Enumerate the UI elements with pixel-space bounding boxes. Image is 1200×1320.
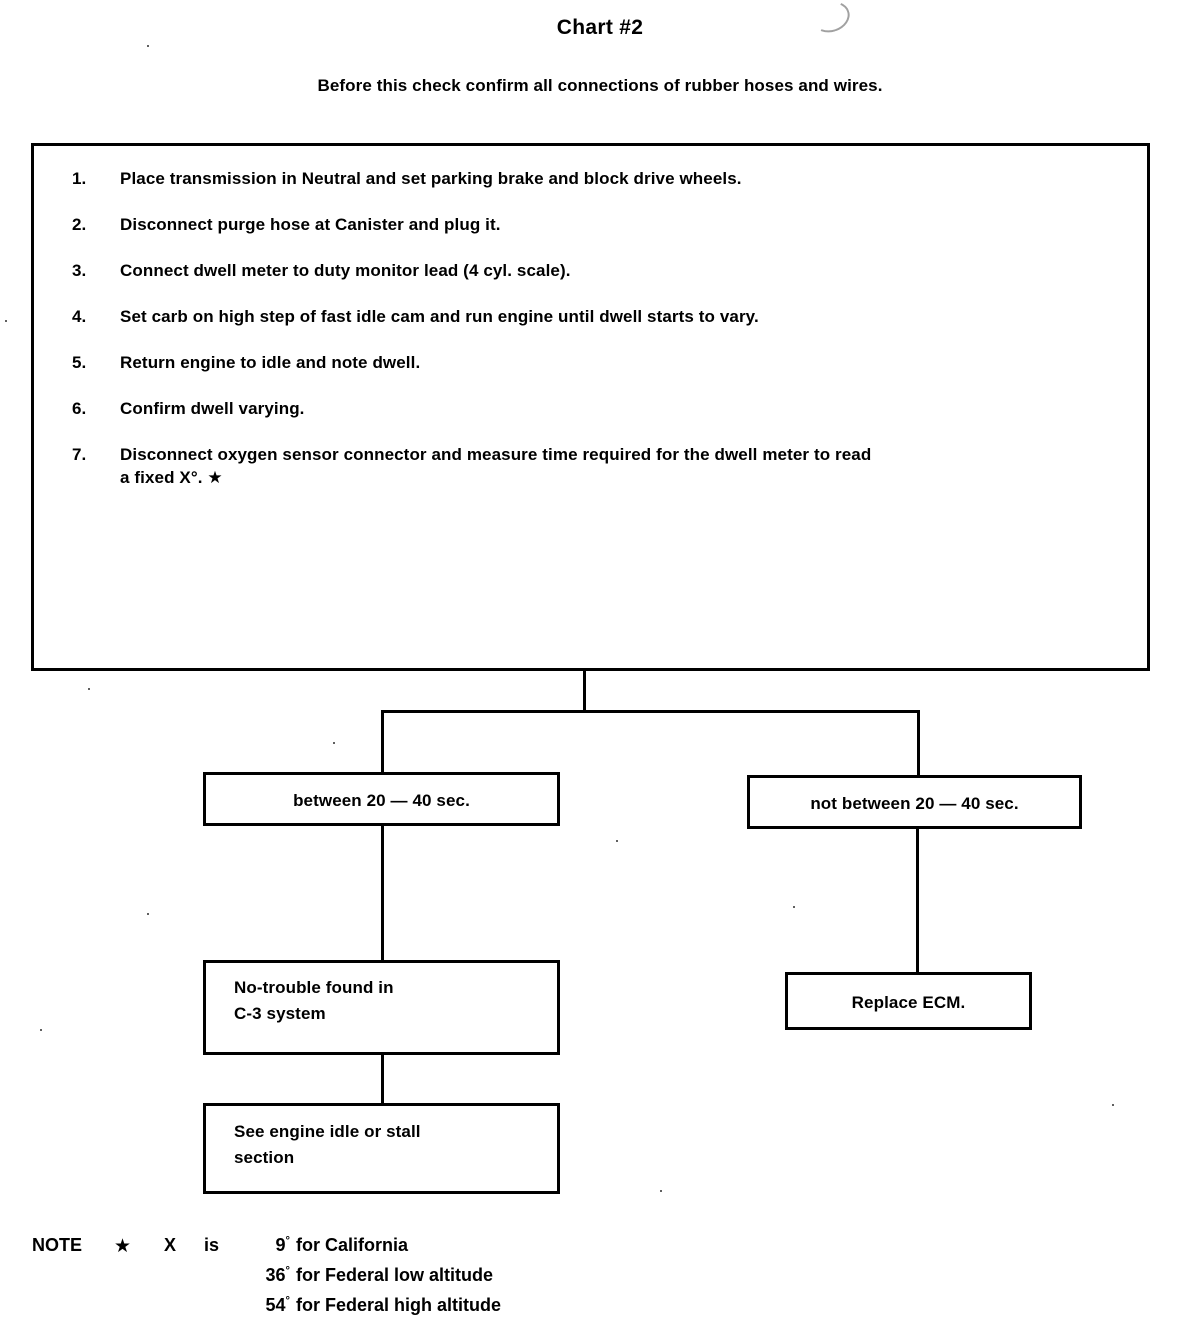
procedure-box: 1. Place transmission in Neutral and set… <box>31 143 1150 671</box>
note-value: 54° <box>265 1295 291 1315</box>
scan-speck <box>793 906 795 908</box>
note-text: for Federal low altitude <box>296 1265 494 1285</box>
step-text: Place transmission in Neutral and set pa… <box>120 169 742 188</box>
scan-speck <box>147 913 149 915</box>
list-item: 1. Place transmission in Neutral and set… <box>72 168 1112 192</box>
step-number: 7. <box>72 445 87 464</box>
connector-to-branch-left <box>381 710 384 773</box>
step-text: Disconnect purge hose at Canister and pl… <box>120 215 501 234</box>
branch-box-out-of-range: not between 20 — 40 sec. <box>747 775 1082 829</box>
step-number: 5. <box>72 353 87 372</box>
step-text: Connect dwell meter to duty monitor lead… <box>120 261 571 280</box>
connector-in-range-to-result <box>381 826 384 962</box>
connector-no-trouble-to-next <box>381 1054 384 1104</box>
degree-symbol: ° <box>285 1265 290 1277</box>
step-text: Disconnect oxygen sensor connector and m… <box>120 445 872 487</box>
connector-stem-main <box>583 671 586 713</box>
branch-label-in-range: between 20 — 40 sec. <box>293 791 470 810</box>
scan-speck <box>1112 1104 1114 1106</box>
result-box-replace-ecm: Replace ECM. <box>785 972 1032 1030</box>
scan-speck <box>660 1190 662 1192</box>
step-number: 6. <box>72 399 87 418</box>
note-star-icon: ★ <box>114 1236 132 1257</box>
page-subtitle: Before this check confirm all connection… <box>317 76 883 95</box>
step-number: 3. <box>72 261 87 280</box>
scan-speck <box>616 840 618 842</box>
list-item: 2. Disconnect purge hose at Canister and… <box>72 214 1112 238</box>
scan-speck <box>147 45 149 47</box>
step-number: 1. <box>72 169 87 188</box>
connector-out-of-range-to-result <box>916 829 919 974</box>
step-text: Confirm dwell varying. <box>120 399 305 418</box>
result-box-no-trouble: No-trouble found in C-3 system <box>203 960 560 1055</box>
page-title: Chart #2 <box>556 16 644 39</box>
result-label-replace-ecm: Replace ECM. <box>851 993 966 1012</box>
result-label-see-idle-section: See engine idle or stall section <box>234 1122 421 1168</box>
result-box-see-idle-section: See engine idle or stall section <box>203 1103 560 1194</box>
scan-speck <box>5 320 7 322</box>
scan-speck <box>88 688 90 690</box>
note-text: for California <box>296 1235 409 1255</box>
note-variable: X <box>164 1235 177 1255</box>
list-item: 7. Disconnect oxygen sensor connector an… <box>72 444 1112 490</box>
procedure-step-list: 1. Place transmission in Neutral and set… <box>72 168 1112 512</box>
note-verb: is <box>204 1235 220 1255</box>
degree-symbol: ° <box>285 1235 290 1247</box>
note-value: 9° <box>275 1235 290 1255</box>
list-item: 4. Set carb on high step of fast idle ca… <box>72 306 1112 330</box>
branch-box-in-range: between 20 — 40 sec. <box>203 772 560 826</box>
step-number: 2. <box>72 215 87 234</box>
note-text: for Federal high altitude <box>296 1295 502 1315</box>
scan-speck <box>40 1029 42 1031</box>
connector-split-horizontal <box>381 710 920 713</box>
connector-to-branch-right <box>917 710 920 776</box>
step-text: Return engine to idle and note dwell. <box>120 353 421 372</box>
list-item: 3. Connect dwell meter to duty monitor l… <box>72 260 1112 284</box>
result-label-no-trouble: No-trouble found in C-3 system <box>234 978 394 1024</box>
branch-label-out-of-range: not between 20 — 40 sec. <box>810 794 1019 813</box>
note-value: 36° <box>265 1265 291 1285</box>
note-label: NOTE <box>32 1235 83 1255</box>
step-number: 4. <box>72 307 87 326</box>
degree-symbol: ° <box>285 1295 290 1307</box>
scan-speck <box>333 742 335 744</box>
list-item: 6. Confirm dwell varying. <box>72 398 1112 422</box>
list-item: 5. Return engine to idle and note dwell. <box>72 352 1112 376</box>
step-text: Set carb on high step of fast idle cam a… <box>120 307 759 326</box>
